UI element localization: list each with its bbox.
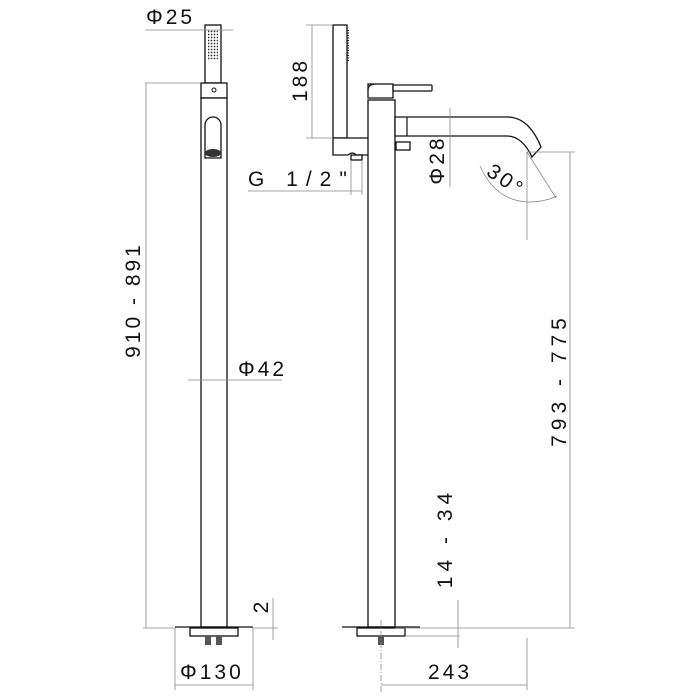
side-view xyxy=(332,24,542,645)
dim-spout-projection: 243 xyxy=(428,661,472,684)
stud xyxy=(378,636,384,645)
spout xyxy=(394,116,542,159)
stud xyxy=(205,636,211,645)
handshower-holder xyxy=(332,137,371,156)
dim-base-gap: 2 xyxy=(250,599,273,614)
front-dimensions xyxy=(143,29,282,690)
handshower-side xyxy=(332,24,348,139)
handshower-spray-holes xyxy=(208,30,218,60)
dim-spout-angle: 30° xyxy=(482,160,529,202)
dim-spout-height: 793 - 775 xyxy=(548,313,571,447)
dim-base-diameter: Φ130 xyxy=(180,661,244,684)
collar xyxy=(200,82,228,99)
stud xyxy=(216,636,222,645)
base-plate-front xyxy=(189,627,239,637)
dim-spout-diameter: Φ28 xyxy=(426,135,449,184)
spout-opening xyxy=(204,116,222,159)
hose-connection xyxy=(350,154,363,161)
side-dimensions xyxy=(248,24,575,692)
diverter-button xyxy=(395,141,411,151)
dim-handshower-length: 188 xyxy=(289,58,312,102)
front-view xyxy=(175,24,253,645)
dim-floor-adjust: 14 - 34 xyxy=(434,488,457,588)
dim-total-height: 910 - 891 xyxy=(122,242,145,358)
dim-handshower-diameter: Φ25 xyxy=(146,6,195,29)
dim-hose-thread: G 1/2" xyxy=(248,168,355,191)
pipe-front xyxy=(200,97,228,628)
lever-handle xyxy=(392,84,433,92)
aerator xyxy=(205,149,221,157)
pipe-side xyxy=(367,99,396,628)
dim-pipe-diameter: Φ42 xyxy=(238,358,287,381)
